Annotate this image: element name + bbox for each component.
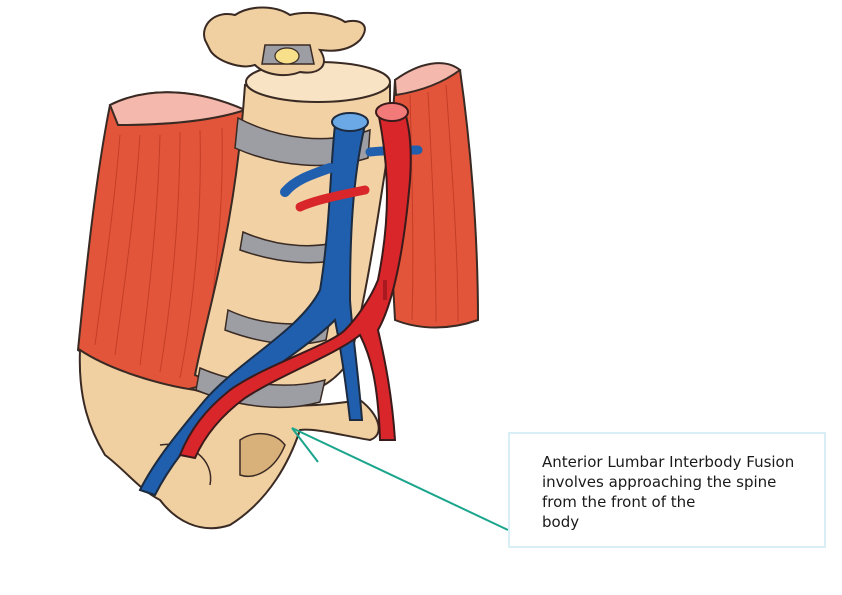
- description-callout: Anterior Lumbar Interbody Fusion involve…: [508, 432, 826, 548]
- callout-line-4: body: [542, 513, 580, 531]
- callout-leader-tick: [291, 427, 319, 463]
- callout-leader-line: [291, 427, 509, 531]
- callout-line-1: Anterior Lumbar Interbody Fusion: [542, 453, 795, 471]
- abdominal-aorta: [178, 102, 412, 460]
- vertebra-process: [203, 6, 366, 77]
- callout-line-3: from the front of the: [542, 493, 696, 511]
- callout-line-2: involves approaching the spine: [542, 473, 777, 491]
